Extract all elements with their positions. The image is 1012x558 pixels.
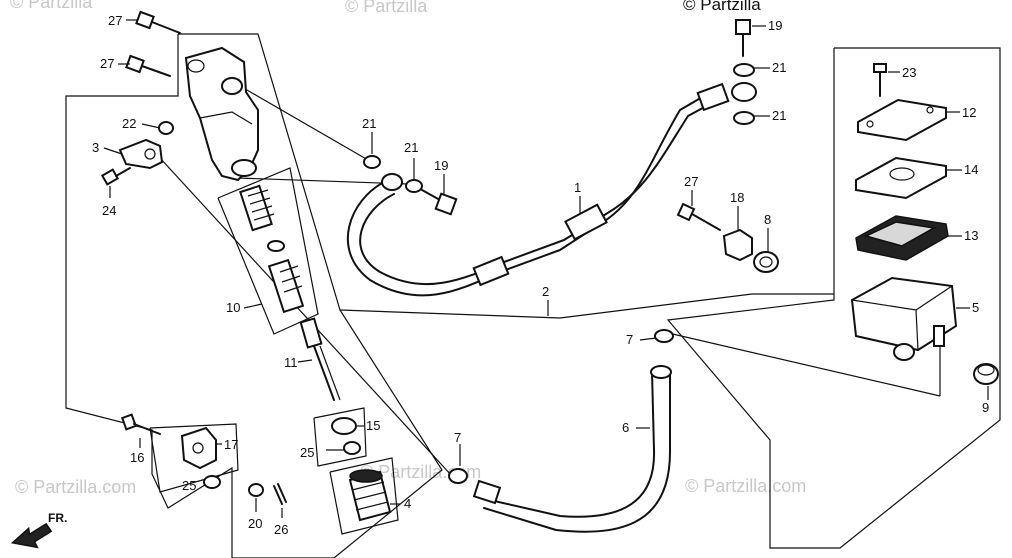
callout-5: 5 bbox=[972, 300, 979, 315]
clip-7-lower bbox=[448, 468, 468, 484]
callout-19-left: 19 bbox=[434, 158, 448, 173]
clip-7-upper bbox=[654, 329, 674, 343]
callout-10: 10 bbox=[226, 300, 240, 315]
left-group-outline bbox=[65, 33, 443, 558]
reservoir-hose-6 bbox=[472, 365, 672, 533]
callout-1: 1 bbox=[574, 180, 581, 195]
callout-21-right-b: 21 bbox=[772, 108, 786, 123]
callout-21-left-a: 21 bbox=[362, 116, 376, 131]
callouts: 27 27 22 3 24 10 11 16 17 25 20 26 15 25… bbox=[92, 13, 989, 537]
callout-22: 22 bbox=[122, 116, 136, 131]
callout-19-right: 19 bbox=[768, 18, 782, 33]
boot-4 bbox=[348, 469, 392, 522]
watermark-bottom-left: © Partzilla.com bbox=[15, 477, 136, 497]
callout-13: 13 bbox=[964, 228, 978, 243]
push-rod-11 bbox=[299, 317, 341, 401]
washer-20 bbox=[248, 483, 264, 497]
diaphragm-13 bbox=[855, 215, 949, 261]
nut-25-center bbox=[343, 441, 361, 455]
hose-joint-18 bbox=[722, 228, 753, 262]
callout-20: 20 bbox=[248, 516, 262, 531]
callout-21-left-b: 21 bbox=[404, 140, 418, 155]
watermark-top-center: © Partzilla bbox=[345, 0, 428, 16]
callout-27-upper: 27 bbox=[100, 56, 114, 71]
bolt-27-upper bbox=[125, 54, 171, 77]
callout-26: 26 bbox=[274, 522, 288, 537]
leader-line bbox=[239, 85, 369, 161]
callout-24: 24 bbox=[102, 203, 116, 218]
front-direction-arrow: FR. bbox=[10, 511, 67, 549]
callout-25-center: 25 bbox=[300, 445, 314, 460]
washer-21-right-b bbox=[733, 111, 755, 125]
washer-21-left-a bbox=[363, 155, 381, 169]
leader-line bbox=[663, 331, 941, 397]
seal-15 bbox=[331, 417, 357, 435]
callout-9: 9 bbox=[982, 400, 989, 415]
callout-18: 18 bbox=[730, 190, 744, 205]
callout-21-right-a: 21 bbox=[772, 60, 786, 75]
callout-11: 11 bbox=[284, 355, 298, 370]
hose-group-outline bbox=[339, 293, 834, 319]
callout-8: 8 bbox=[764, 212, 771, 227]
nut-25-left bbox=[203, 475, 221, 489]
bolt-19-right bbox=[735, 19, 751, 57]
callout-4: 4 bbox=[404, 496, 411, 511]
callout-23: 23 bbox=[902, 65, 916, 80]
piston-kit-outline bbox=[217, 167, 319, 335]
screw-23 bbox=[873, 63, 887, 97]
reservoir-group-outline bbox=[666, 47, 1001, 549]
callout-12: 12 bbox=[962, 105, 976, 120]
callout-7-upper: 7 bbox=[626, 332, 633, 347]
washer-21-right-a bbox=[733, 63, 755, 77]
watermark-bottom-right: © Partzilla.com bbox=[685, 476, 806, 496]
callout-17: 17 bbox=[224, 437, 238, 452]
callout-14: 14 bbox=[964, 162, 978, 177]
bolt-24 bbox=[100, 167, 131, 186]
callout-27-right: 27 bbox=[684, 174, 698, 189]
watermark-top-left: © Partzilla bbox=[10, 0, 93, 12]
grommet-8 bbox=[753, 251, 779, 273]
washer-21-left-b bbox=[405, 179, 423, 193]
callout-2: 2 bbox=[542, 284, 549, 299]
piston-kit-10 bbox=[239, 184, 305, 314]
bolt-27-top bbox=[135, 10, 181, 34]
brake-hose-2 bbox=[346, 82, 757, 297]
callout-3: 3 bbox=[92, 140, 99, 155]
leader-line bbox=[159, 157, 453, 477]
bolt-27-right bbox=[676, 202, 721, 231]
seal-outline bbox=[313, 407, 367, 467]
plate-14 bbox=[855, 156, 947, 200]
callout-7-lower: 7 bbox=[454, 430, 461, 445]
front-label: FR. bbox=[48, 511, 67, 525]
bolt-16 bbox=[120, 413, 161, 435]
rod-joint-17 bbox=[180, 426, 217, 470]
cotter-pin-26 bbox=[273, 483, 287, 505]
callout-6: 6 bbox=[622, 420, 629, 435]
bolt-19-left bbox=[421, 189, 458, 216]
callout-25-left: 25 bbox=[182, 478, 196, 493]
leader-line bbox=[237, 177, 409, 185]
callout-16: 16 bbox=[130, 450, 144, 465]
hose-joint-3 bbox=[118, 138, 164, 170]
callout-27-top: 27 bbox=[108, 13, 122, 28]
reservoir-5 bbox=[850, 276, 958, 361]
callout-15: 15 bbox=[366, 418, 380, 433]
plug-9 bbox=[973, 363, 999, 385]
joint-outline bbox=[149, 423, 239, 493]
copyright-notice: © Partzilla bbox=[683, 0, 761, 14]
boot-outline bbox=[329, 457, 399, 535]
reservoir-cap-12 bbox=[857, 98, 947, 142]
master-cylinder bbox=[184, 46, 259, 182]
o-ring-22 bbox=[158, 121, 174, 135]
